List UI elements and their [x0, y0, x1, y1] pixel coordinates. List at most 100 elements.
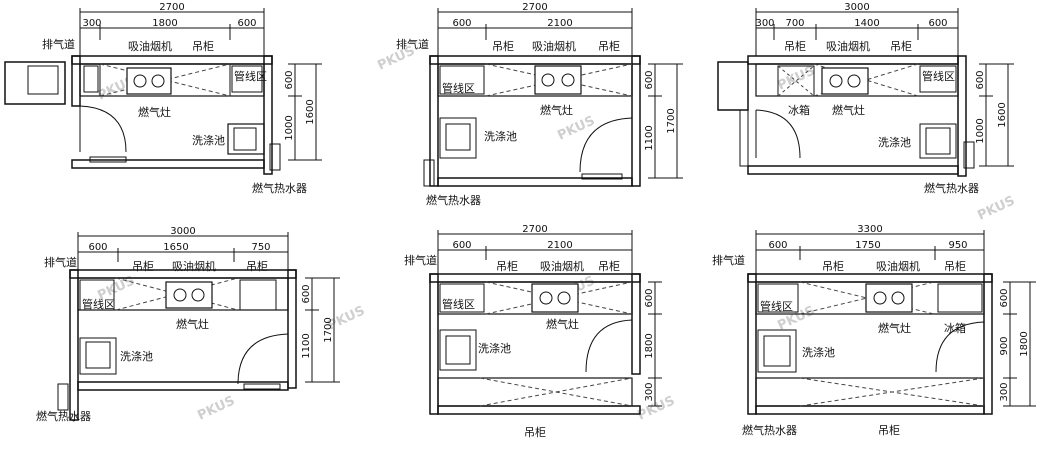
plan-1-seg-3: 600 — [237, 18, 256, 29]
plan-6: 3300 600 1750 950 600 900 1800 300 排气道 吊… — [712, 224, 1036, 437]
plan-2-label-wall-cabinet-left: 吊柜 — [492, 40, 514, 53]
plan-1-label-stove: 燃气灶 — [138, 105, 171, 119]
plan-3-label-sink: 洗涤池 — [878, 135, 911, 149]
plan-3-side-3: 1600 — [997, 102, 1008, 127]
plan-6-label-wall-cabinet-left: 吊柜 — [822, 260, 844, 273]
plan-1-label-exhaust: 排气道 — [42, 37, 75, 51]
plan-5-seg-1: 600 — [452, 240, 471, 251]
plan-6-side-2: 900 — [999, 336, 1010, 355]
plan-5-label-bottom-cabinet: 吊柜 — [524, 426, 546, 439]
plan-6-label-pipe-zone: 管线区 — [760, 299, 793, 313]
plan-5-total-dim: 2700 — [522, 224, 547, 235]
plan-4-label-wall-cabinet-left: 吊柜 — [132, 260, 154, 273]
plan-5-label-wall-cabinet-right: 吊柜 — [598, 260, 620, 273]
plan-2-label-stove: 燃气灶 — [540, 103, 573, 117]
plan-5-side-2: 1800 — [644, 333, 655, 358]
plan-4-total-dim: 3000 — [170, 226, 195, 237]
watermark-9: PKUS — [975, 193, 1017, 223]
plan-6-label-sink: 洗涤池 — [802, 345, 835, 359]
plan-5-seg-2: 2100 — [547, 240, 572, 251]
plan-3-side-1: 600 — [975, 70, 986, 89]
plan-4: 3000 600 1650 750 600 1100 1700 排气道 吊柜 吸… — [36, 226, 340, 423]
plan-2-seg-1: 600 — [452, 18, 471, 29]
plan-2-side-1: 600 — [644, 70, 655, 89]
plan-1-label-heater: 燃气热水器 — [252, 181, 307, 195]
plan-2-label-exhaust: 排气道 — [396, 37, 429, 51]
plan-6-total-dim: 3300 — [857, 224, 882, 235]
plan-2: 2700 600 2100 600 1100 1700 排气道 吊柜 吸油烟机 … — [396, 2, 683, 207]
plan-1-label-pipe-zone: 管线区 — [234, 69, 267, 83]
plan-1-side-3: 1600 — [305, 99, 316, 124]
plan-4-label-exhaust: 排气道 — [44, 255, 77, 269]
plan-1: 2700 300 1800 600 600 1000 1600 排气道 吸油烟机… — [4, 2, 322, 195]
plan-5-label-sink: 洗涤池 — [478, 341, 511, 355]
plan-1-side-2: 1000 — [284, 115, 295, 140]
plan-2-label-hood: 吸油烟机 — [532, 39, 576, 53]
plan-2-label-sink: 洗涤池 — [484, 129, 517, 143]
plan-6-label-stove: 燃气灶 — [878, 321, 911, 335]
plan-1-seg-1: 300 — [82, 18, 101, 29]
plan-2-label-wall-cabinet-right: 吊柜 — [598, 40, 620, 53]
plan-2-side-2: 1100 — [644, 125, 655, 150]
plan-6-label-heater: 燃气热水器 — [742, 423, 797, 437]
plan-6-side-4: 300 — [999, 382, 1010, 401]
plan-1-total-dim: 2700 — [159, 2, 184, 13]
plan-2-label-heater: 燃气热水器 — [426, 193, 481, 207]
plan-3-label-fridge: 冰箱 — [788, 103, 810, 117]
plan-2-total-dim: 2700 — [522, 2, 547, 13]
plan-6-label-bottom-cabinet: 吊柜 — [878, 424, 900, 437]
plan-3-seg-4: 600 — [928, 18, 947, 29]
plan-4-label-stove: 燃气灶 — [176, 317, 209, 331]
plan-5-label-wall-cabinet-left: 吊柜 — [496, 260, 518, 273]
plan-5-side-3: 300 — [644, 382, 655, 401]
plan-6-seg-1: 600 — [768, 240, 787, 251]
watermark-3: PKUS — [555, 113, 597, 143]
plan-1-side-1: 600 — [284, 70, 295, 89]
plan-5-label-pipe-zone: 管线区 — [442, 297, 475, 311]
plan-2-label-pipe-zone: 管线区 — [442, 81, 475, 95]
watermark-10: PKUS — [195, 393, 237, 423]
plan-1-label-sink: 洗涤池 — [192, 133, 225, 147]
plan-3-label-wall-cabinet-left: 吊柜 — [784, 40, 806, 53]
plan-3-total-dim: 3000 — [844, 2, 869, 13]
plan-3-seg-3: 1400 — [854, 18, 879, 29]
plan-3-label-heater: 燃气热水器 — [924, 181, 979, 195]
plan-6-label-wall-cabinet-right: 吊柜 — [944, 260, 966, 273]
plan-6-side-1: 600 — [999, 288, 1010, 307]
plan-4-label-hood: 吸油烟机 — [172, 259, 216, 273]
plan-4-seg-3: 750 — [251, 242, 270, 253]
plan-2-seg-2: 2100 — [547, 18, 572, 29]
plan-6-label-hood: 吸油烟机 — [876, 259, 920, 273]
plan-4-side-3: 1700 — [323, 317, 334, 342]
plan-4-label-wall-cabinet-right: 吊柜 — [246, 260, 268, 273]
plan-4-seg-2: 1650 — [163, 242, 188, 253]
plan-5-side-1: 600 — [644, 288, 655, 307]
plan-1-seg-2: 1800 — [152, 18, 177, 29]
plan-3-label-stove: 燃气灶 — [832, 103, 865, 117]
plan-4-side-2: 1100 — [301, 333, 312, 358]
plan-1-label-wall-cabinet: 吊柜 — [192, 40, 214, 53]
plan-3-label-hood: 吸油烟机 — [826, 39, 870, 53]
plan-1-label-hood: 吸油烟机 — [128, 39, 172, 53]
plan-3: 3000 300 700 1400 600 600 1000 1600 吊柜 吸… — [717, 2, 1014, 195]
plan-5-label-stove: 燃气灶 — [546, 317, 579, 331]
plan-5: 2700 600 2100 600 1800 300 排气道 吊柜 吸油烟机 吊… — [404, 224, 662, 439]
plan-3-side-2: 1000 — [975, 118, 986, 143]
plan-3-label-pipe-zone: 管线区 — [922, 69, 955, 83]
plan-6-label-fridge: 冰箱 — [944, 321, 966, 335]
plan-4-label-sink: 洗涤池 — [120, 349, 153, 363]
plan-2-side-3: 1700 — [666, 108, 677, 133]
plan-4-label-heater: 燃气热水器 — [36, 409, 91, 423]
plan-6-label-exhaust: 排气道 — [712, 253, 745, 267]
plan-3-seg-1: 300 — [755, 18, 774, 29]
plan-6-seg-2: 1750 — [855, 240, 880, 251]
watermark-11: PKUS — [635, 393, 677, 423]
plan-3-seg-2: 700 — [785, 18, 804, 29]
plan-4-side-1: 600 — [301, 284, 312, 303]
plan-5-label-exhaust: 排气道 — [404, 253, 437, 267]
plan-4-seg-1: 600 — [88, 242, 107, 253]
plan-4-label-pipe-zone: 管线区 — [82, 297, 115, 311]
plan-3-label-wall-cabinet-right: 吊柜 — [890, 40, 912, 53]
